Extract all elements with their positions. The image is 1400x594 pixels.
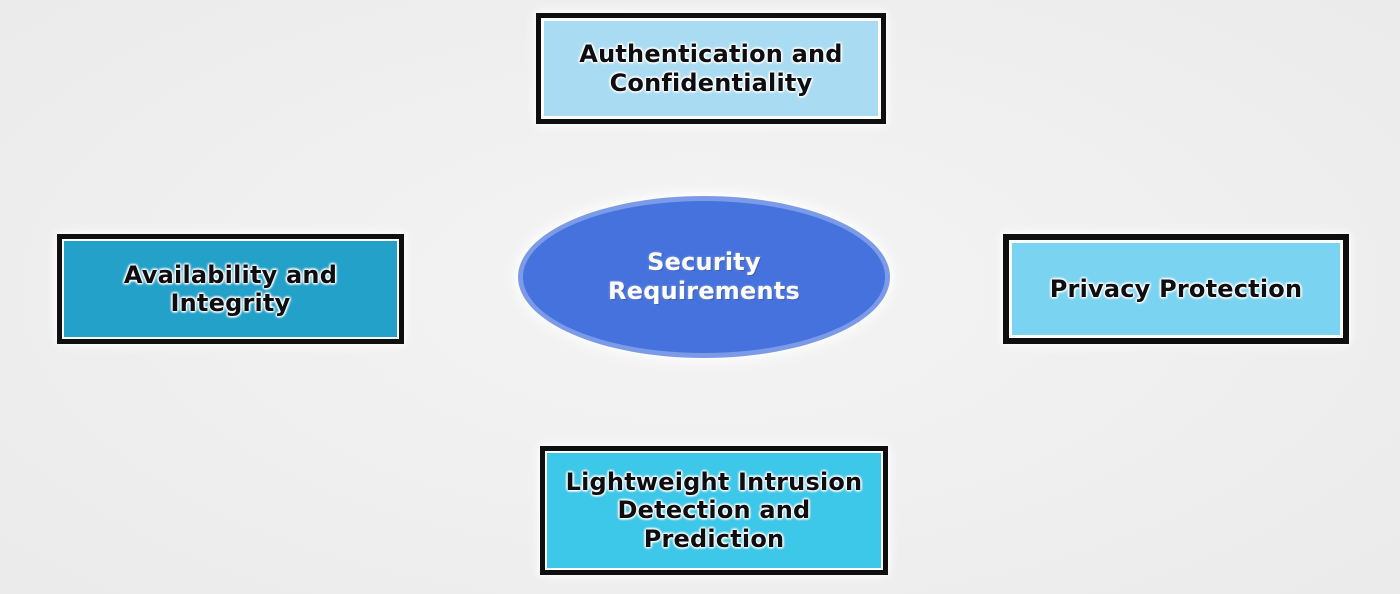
node-authentication-and-confidentiality[interactable]: Authentication and Confidentiality [536,13,886,124]
ellipse-ring: Security Requirements [518,196,890,358]
node-box: Lightweight Intrusion Detection and Pred… [540,446,888,575]
node-box: Availability and Integrity [57,234,404,344]
node-box: Authentication and Confidentiality [536,13,886,124]
node-label: Security Requirements [608,248,800,305]
node-label: Authentication and Confidentiality [579,40,843,97]
node-lightweight-intrusion-detection-and-prediction[interactable]: Lightweight Intrusion Detection and Pred… [540,446,888,575]
node-label: Availability and Integrity [123,260,338,317]
node-label: Privacy Protection [1049,274,1303,303]
node-security-requirements[interactable]: Security Requirements [518,196,890,358]
node-box: Privacy Protection [1003,234,1349,344]
ellipse-body: Security Requirements [523,201,885,353]
node-privacy-protection[interactable]: Privacy Protection [1003,234,1349,344]
node-availability-and-integrity[interactable]: Availability and Integrity [57,234,404,344]
node-label: Lightweight Intrusion Detection and Pred… [565,468,863,553]
